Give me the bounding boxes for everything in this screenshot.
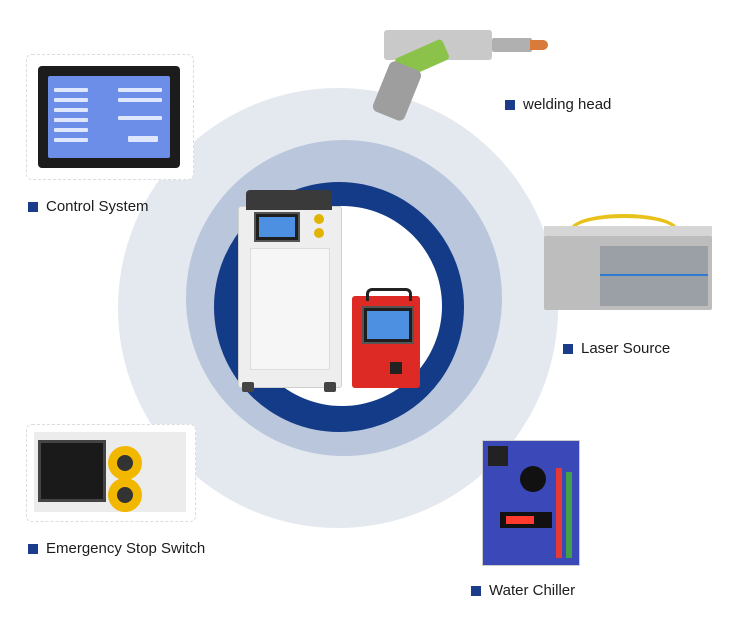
control-system-screen: [48, 76, 170, 158]
cabinet-knob: [314, 214, 324, 224]
welding-head-tip: [530, 40, 548, 50]
marker-square-icon: [28, 543, 38, 554]
cabinet-wheel: [242, 382, 254, 392]
wire-feeder-handle: [366, 288, 412, 301]
water-chiller-label: Water Chiller: [471, 582, 575, 599]
marker-square-icon: [505, 99, 515, 110]
wire-feeder-screen: [362, 306, 414, 344]
marker-square-icon: [28, 201, 38, 212]
key-switch-button: [108, 478, 142, 512]
welding-head-nozzle: [492, 38, 532, 52]
cabinet-top-cables: [246, 190, 332, 210]
temperature-display: [500, 512, 552, 528]
emergency-stop-label: Emergency Stop Switch: [28, 540, 205, 557]
marker-square-icon: [563, 343, 573, 354]
control-system-label: Control System: [28, 198, 149, 215]
control-system-panel: [38, 66, 180, 168]
emergency-stop-button: [108, 446, 142, 480]
green-hose: [566, 472, 572, 558]
cabinet-knob: [314, 228, 324, 238]
laser-source-label: Laser Source: [563, 340, 670, 357]
welding-head-label: welding head: [505, 96, 611, 113]
cabinet-screen: [254, 212, 300, 242]
red-hose: [556, 468, 562, 558]
qr-code: [488, 446, 508, 466]
wire-feeder-switch: [390, 362, 402, 374]
water-inlet: [520, 466, 546, 492]
cabinet-wheel: [324, 382, 336, 392]
panel-screen: [38, 440, 106, 502]
cabinet-panel: [250, 248, 330, 370]
laser-source-stripe: [600, 274, 708, 276]
emergency-stop-image: [34, 432, 186, 512]
laser-source-front: [600, 246, 708, 306]
marker-square-icon: [471, 585, 481, 596]
